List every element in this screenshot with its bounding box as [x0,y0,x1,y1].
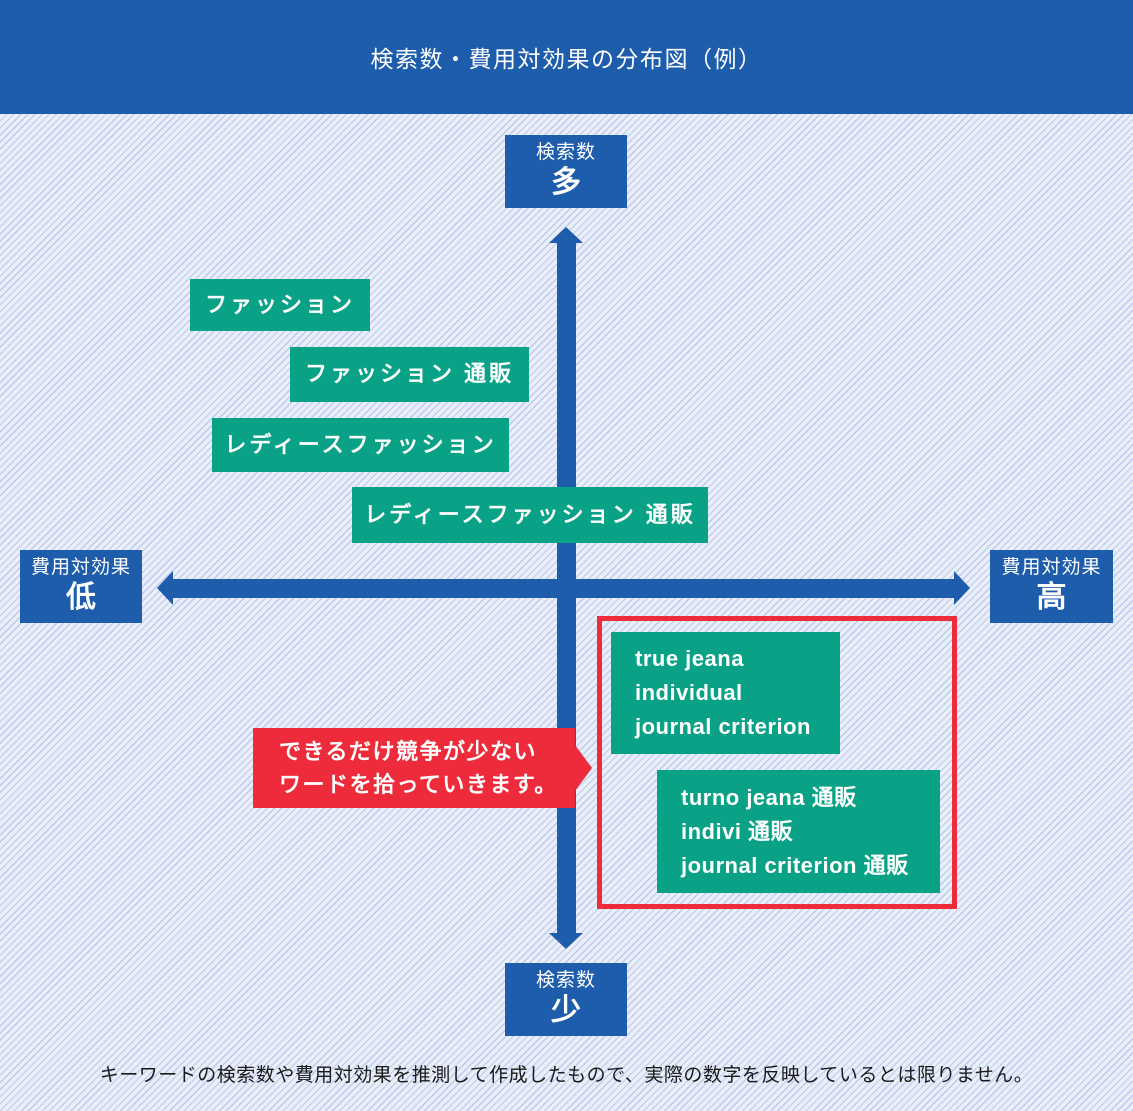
keyword-text: レディースファッション 通販 [364,501,696,527]
keyword-text: ファッション [204,291,355,317]
keyword-text: individual [635,680,743,705]
axis-label-text: 検索数 [535,970,596,992]
arrow-up-icon [549,227,583,243]
axis-label-value: 少 [551,994,581,1028]
keyword-text: turno jeana 通販 [681,784,857,810]
keyword-box-ladies-fashion: レディースファッション [212,418,509,472]
axis-label-text: 費用対効果 [30,557,131,579]
axis-label-cost-effect-high: 費用対効果 高 [990,550,1113,623]
keyword-box-brand-words: true jeana individual journal criterion [611,632,840,754]
callout-text: ワードを拾っていきます。 [279,772,558,797]
axis-label-value: 多 [551,166,581,200]
axis-label-search-volume-low: 検索数 少 [505,963,627,1036]
axis-label-text: 検索数 [535,142,596,164]
keyword-text: journal criterion 通販 [681,852,909,878]
keyword-text: ファッション 通販 [304,361,515,387]
callout-bubble: できるだけ競争が少ない ワードを拾っていきます。 [253,728,592,808]
header-bar: 検索数・費用対効果の分布図（例） [0,0,1133,114]
axis-label-value: 低 [66,581,96,615]
horizontal-axis-line [173,579,955,598]
callout-pointer-icon [575,745,592,791]
keyword-text: journal criterion [635,714,811,739]
axis-label-text: 費用対効果 [1001,557,1102,579]
axis-label-value: 高 [1036,581,1067,615]
keyword-box-ladies-fashion-tsuhan: レディースファッション 通販 [352,487,708,543]
axis-label-cost-effect-low: 費用対効果 低 [20,550,142,623]
keyword-box-fashion-tsuhan: ファッション 通販 [290,347,529,402]
diagram-title: 検索数・費用対効果の分布図（例） [370,46,763,72]
axis-label-search-volume-high: 検索数 多 [505,135,627,208]
highlight-rectangle [597,616,957,909]
callout-text: できるだけ競争が少ない [279,739,538,764]
footnote-text: キーワードの検索数や費用対効果を推測して作成したもので、実際の数字を反映している… [99,1065,1034,1086]
arrow-right-icon [954,571,970,605]
keyword-box-fashion: ファッション [190,279,370,331]
keyword-text: indivi 通販 [681,818,794,844]
keyword-text: レディースファッション [224,431,497,457]
arrow-down-icon [549,933,583,949]
keyword-text: true jeana [635,646,744,671]
keyword-box-brand-words-tsuhan: turno jeana 通販 indivi 通販 journal criteri… [657,770,940,893]
arrow-left-icon [157,571,173,605]
